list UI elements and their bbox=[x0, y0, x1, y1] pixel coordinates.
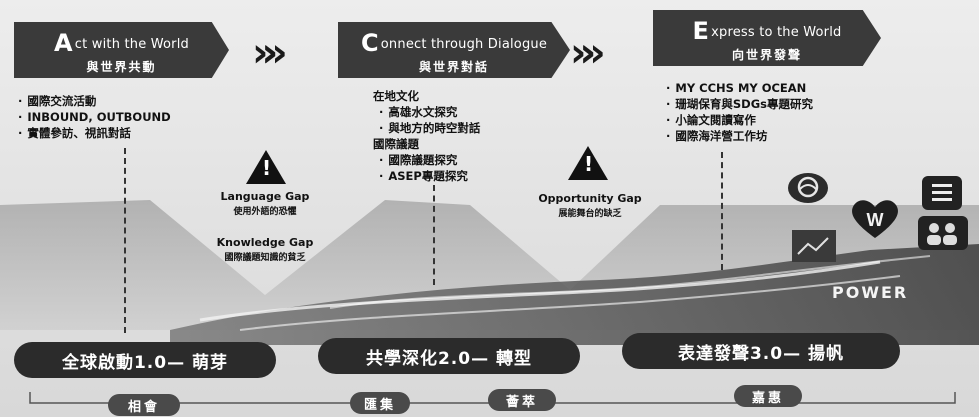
list-item: 珊瑚保育與SDGs專題研究 bbox=[666, 96, 813, 112]
list-item: 國際交流活動 bbox=[18, 93, 171, 109]
phase-title-zh: 向世界發聲 bbox=[731, 48, 802, 62]
document-logo-icon bbox=[922, 176, 962, 210]
stage-tag: 嘉惠 bbox=[734, 385, 802, 407]
language-gap-label: Language Gap 使用外語的恐懼 bbox=[220, 190, 310, 217]
svg-text:W: W bbox=[867, 210, 884, 230]
ocean-logo-icon bbox=[788, 173, 828, 203]
list-item: 與地方的時空對話 bbox=[379, 120, 480, 136]
stage-pill-2: 共學深化2.0— 轉型 bbox=[318, 338, 580, 374]
connector-line bbox=[124, 148, 126, 333]
connector-line bbox=[721, 152, 723, 270]
phase-title-zh: 與世界共動 bbox=[86, 60, 157, 74]
list-item: 實體參訪、視訊對話 bbox=[18, 125, 171, 141]
stage-tag: 薈萃 bbox=[488, 389, 556, 411]
stage-pill-1: 全球啟動1.0— 萌芽 bbox=[14, 342, 276, 378]
phase-title-zh: 與世界對話 bbox=[418, 60, 489, 74]
warning-icon bbox=[566, 146, 610, 180]
phase2-activity-list: 在地文化 高雄水文探究 與地方的時空對話 國際議題 國際議題探究 ASEP專題探… bbox=[373, 88, 480, 184]
opportunity-gap-label: Opportunity Gap 展能舞台的缺乏 bbox=[538, 192, 642, 219]
phase1-activity-list: 國際交流活動 INBOUND, OUTBOUND 實體參訪、視訊對話 bbox=[18, 93, 171, 141]
list-heading: 國際議題 bbox=[373, 137, 419, 151]
power-label: POWER bbox=[832, 283, 909, 302]
chart-board-icon bbox=[792, 230, 836, 262]
list-item: 高雄水文探究 bbox=[379, 104, 480, 120]
stage-pill-3: 表達發聲3.0— 揚帆 bbox=[622, 333, 900, 369]
list-heading: 在地文化 bbox=[373, 89, 419, 103]
connector-line bbox=[433, 185, 435, 285]
heart-logo-icon: W bbox=[852, 200, 898, 238]
chevron-right-icon: »» bbox=[252, 30, 287, 76]
knowledge-gap-label: Knowledge Gap 國際議題知識的貧乏 bbox=[216, 236, 314, 263]
list-item: INBOUND, OUTBOUND bbox=[18, 109, 170, 125]
chevron-right-icon: »» bbox=[570, 30, 605, 76]
stage-tag: 相會 bbox=[108, 394, 180, 416]
list-item: 國際海洋營工作坊 bbox=[666, 128, 813, 144]
phase3-activity-list: MY CCHS MY OCEAN 珊瑚保育與SDGs專題研究 小論文閱讀寫作 國… bbox=[666, 80, 813, 144]
stage-tag: 匯集 bbox=[350, 392, 410, 414]
warning-icon bbox=[244, 150, 288, 184]
people-logo-icon bbox=[918, 216, 968, 250]
list-item: 國際議題探究 bbox=[379, 152, 480, 168]
list-item: MY CCHS MY OCEAN bbox=[666, 80, 813, 96]
list-item: ASEP專題探究 bbox=[379, 168, 480, 184]
list-item: 小論文閱讀寫作 bbox=[666, 112, 813, 128]
